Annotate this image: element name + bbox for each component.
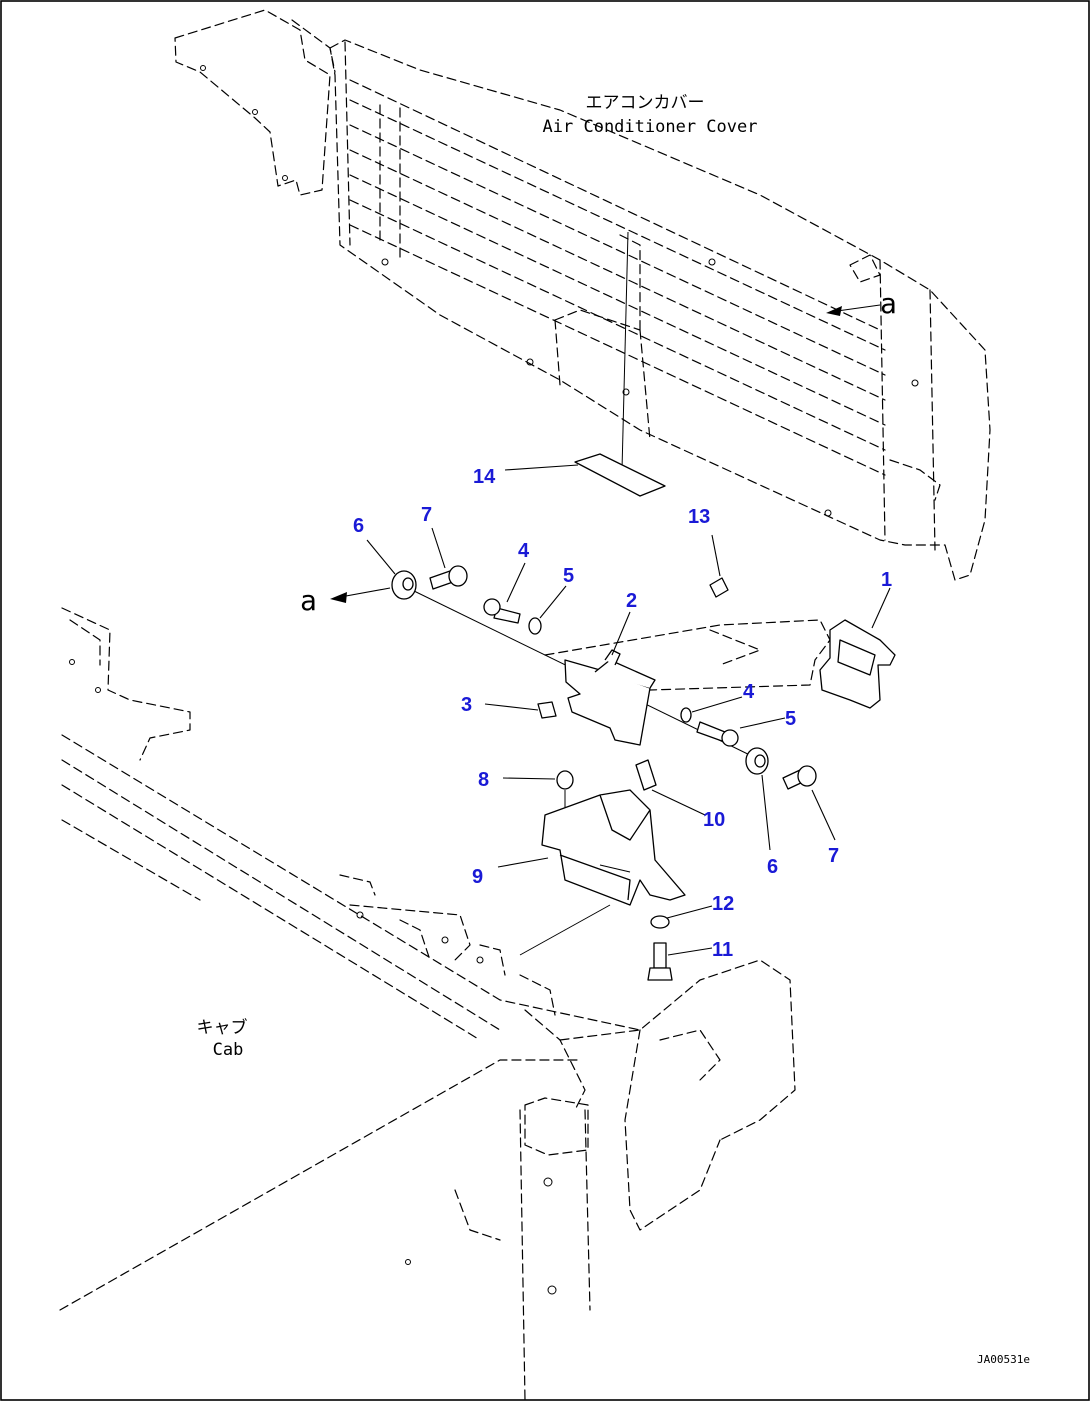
- callout-6-left: 6: [353, 515, 364, 537]
- callout-14: 14: [473, 466, 496, 488]
- part-12-washer: [650, 905, 713, 929]
- callout-4-lower: 5: [785, 708, 796, 730]
- part-6-right-washer: [745, 747, 771, 851]
- cab-label-en: Cab: [213, 1040, 244, 1060]
- cab: [59, 607, 796, 1401]
- callout-6-right: 6: [767, 856, 778, 878]
- part-7-left-bolt: [429, 527, 468, 590]
- view-arrow-top: [826, 304, 881, 316]
- callout-13: 13: [688, 506, 710, 528]
- part-3-clip: [484, 701, 557, 719]
- drawing-code: JA00531e: [977, 1353, 1030, 1366]
- part-14-pad: [504, 453, 666, 497]
- part-2-bracket: [564, 611, 656, 746]
- part-5-upper-washer: [528, 585, 567, 635]
- cover-label-en: Air Conditioner Cover: [543, 117, 758, 137]
- callout-8: 8: [478, 769, 489, 791]
- callout-11: 11: [712, 939, 733, 961]
- callout-1: 1: [881, 569, 892, 591]
- callout-12: 12: [712, 893, 734, 915]
- view-ref-top: a: [880, 287, 897, 320]
- part-6-left-washer: [366, 539, 417, 600]
- cover-label-jp: エアコンカバー: [586, 93, 705, 113]
- view-ref-left: a: [300, 584, 317, 617]
- air-conditioner-cover: [174, 9, 991, 581]
- callout-3: 3: [461, 694, 472, 716]
- callout-7-left: 7: [421, 504, 432, 526]
- callout-10: 10: [703, 809, 725, 831]
- callout-5-lower: 4: [743, 681, 755, 703]
- callout-7-right: 7: [828, 845, 839, 867]
- part-13-clip: [709, 534, 729, 598]
- callout-9: 9: [472, 866, 483, 888]
- part-11-bolt: [647, 942, 713, 981]
- part-7-right-bolt: [782, 765, 836, 841]
- part-5-lower-washer: [680, 696, 743, 723]
- part-9-striker: [497, 789, 686, 956]
- view-arrow-left: [330, 587, 391, 603]
- callout-4-upper: 4: [518, 540, 530, 562]
- cab-label-jp: キャブ: [197, 1017, 248, 1038]
- part-1-latch: [544, 587, 896, 709]
- part-4-lower-bolt: [696, 717, 786, 747]
- part-4-upper-bolt: [483, 562, 526, 624]
- part-10-clip: [635, 759, 706, 816]
- callout-5-upper: 5: [563, 565, 574, 587]
- callout-2: 2: [626, 590, 637, 612]
